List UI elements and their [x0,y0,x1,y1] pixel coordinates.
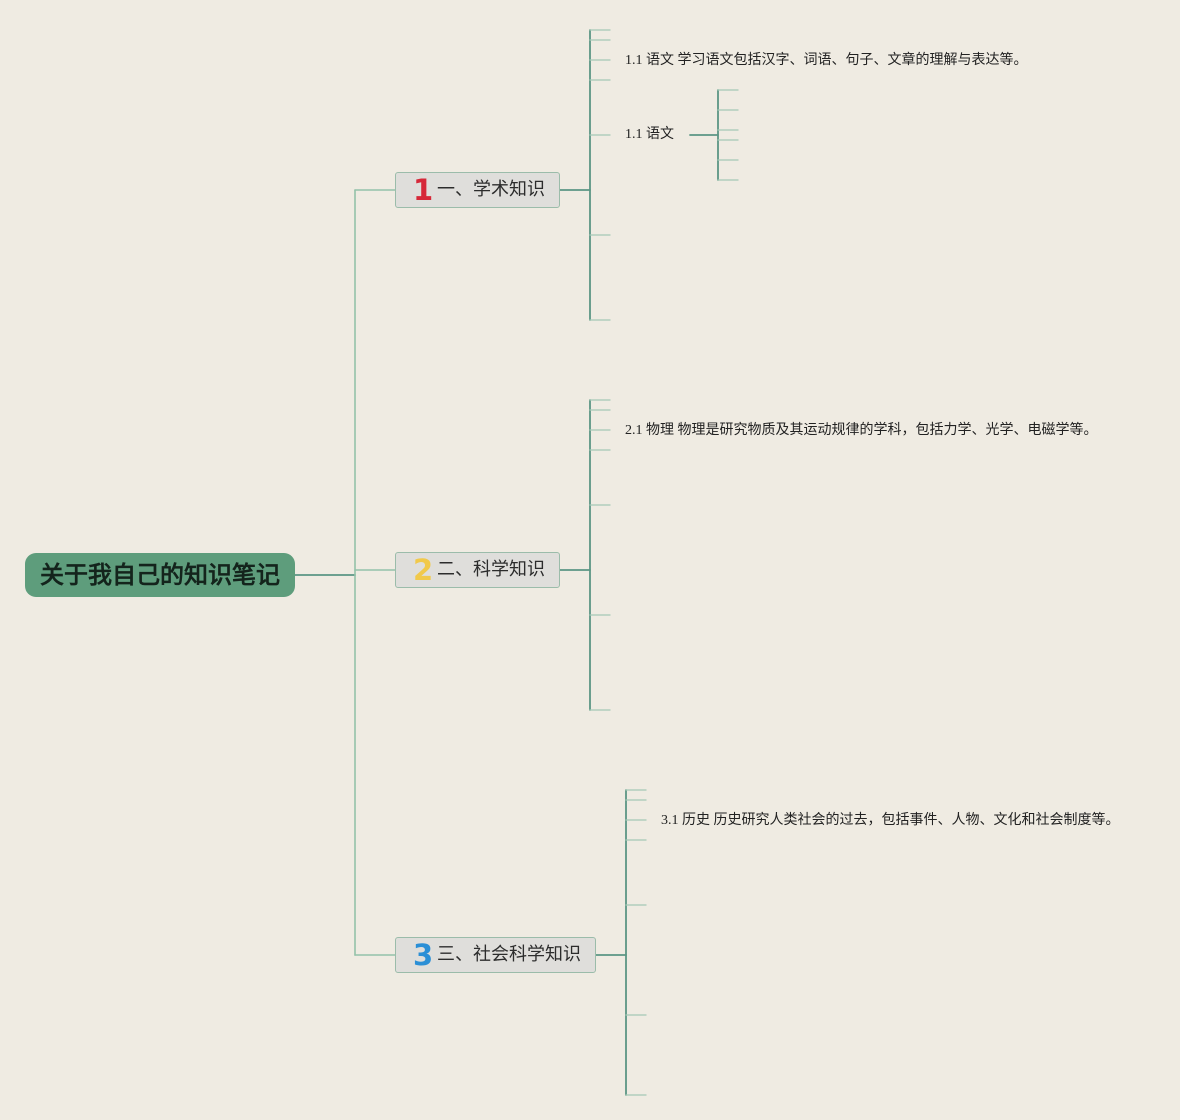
root-node-label: 关于我自己的知识笔记 [40,561,280,589]
subtopic-node[interactable]: 1.1 语文 学习语文包括汉字、词语、句子、文章的理解与表达等。 [625,53,1028,68]
root-node[interactable]: 关于我自己的知识笔记 [25,553,295,597]
subtopic-node[interactable]: 3.1 历史 历史研究人类社会的过去，包括事件、人物、文化和社会制度等。 [661,813,1120,828]
topic-label: 二、科学知识 [437,559,545,580]
topic-node-2[interactable]: 2 二、科学知识 [395,552,560,588]
topic-number-3-icon: 3 [413,938,434,972]
topic-label: 一、学术知识 [437,179,545,200]
topic-node-1[interactable]: 1 一、学术知识 [395,172,560,208]
subtopic-node[interactable]: 2.1 物理 物理是研究物质及其运动规律的学科，包括力学、光学、电磁学等。 [625,423,1098,438]
topic-number-1-icon: 1 [413,173,434,207]
topic-label: 三、社会科学知识 [437,944,581,965]
subtopic-node[interactable]: 1.1 语文 [625,127,674,142]
topic-node-3[interactable]: 3 三、社会科学知识 [395,937,596,973]
topic-number-2-icon: 2 [413,553,434,587]
